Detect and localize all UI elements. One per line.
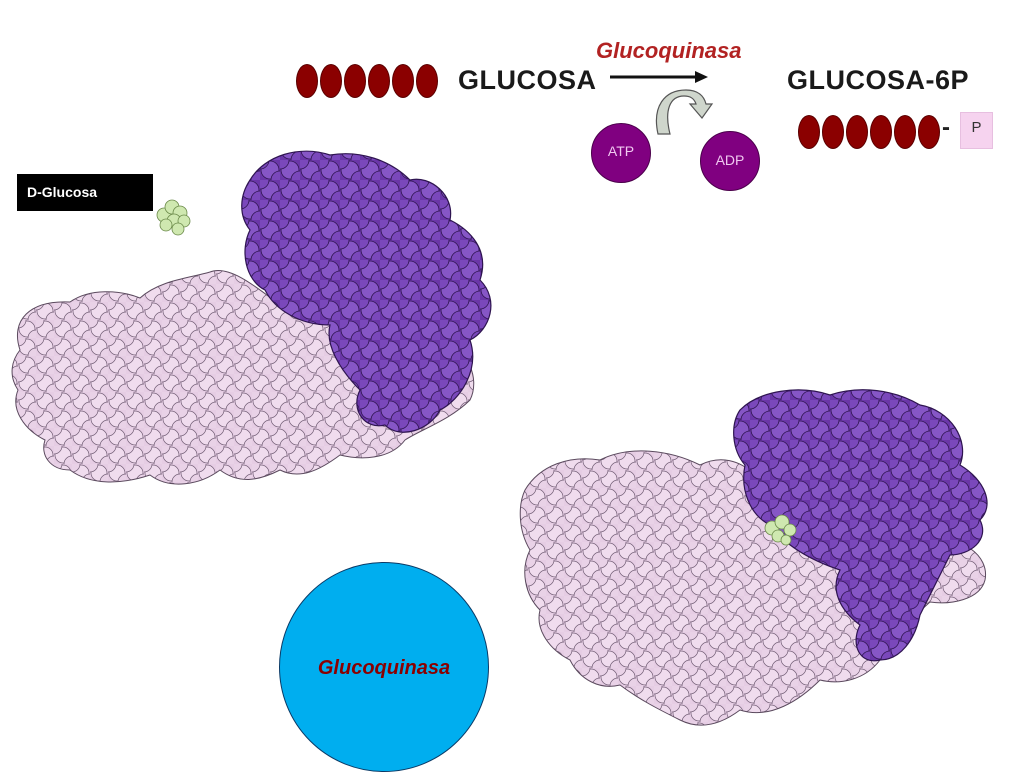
glucokinase-circle: Glucoquinasa (279, 562, 489, 772)
bound-glucose (764, 514, 797, 546)
reaction-arrow-head (695, 71, 708, 83)
glucokinase-open-structure (11, 150, 492, 485)
glucokinase-closed-structure (519, 389, 988, 726)
enzyme-label: Glucoquinasa (596, 38, 742, 63)
glucokinase-circle-label: Glucoquinasa (317, 657, 451, 679)
adp-circle: ADP (700, 131, 760, 191)
atp-label: ATP (607, 143, 635, 159)
glucose-chain (296, 64, 441, 98)
product-label: GLUCOSA-6P (787, 65, 970, 95)
atp-circle: ATP (591, 123, 651, 183)
reaction-arrows (610, 71, 714, 135)
enzyme-dark-lobe (241, 150, 492, 433)
phosphate-box: P (960, 112, 993, 149)
d-glucosa-tag: D-Glucosa (17, 174, 153, 211)
phosphate-label: P (971, 119, 982, 136)
phosphate-bond: - (942, 114, 950, 141)
curved-arrow (655, 89, 714, 135)
glucose-6p-chain (798, 115, 943, 149)
adp-label: ADP (715, 152, 745, 168)
substrate-label: GLUCOSA (458, 65, 597, 95)
glucose-molecule (156, 199, 191, 236)
